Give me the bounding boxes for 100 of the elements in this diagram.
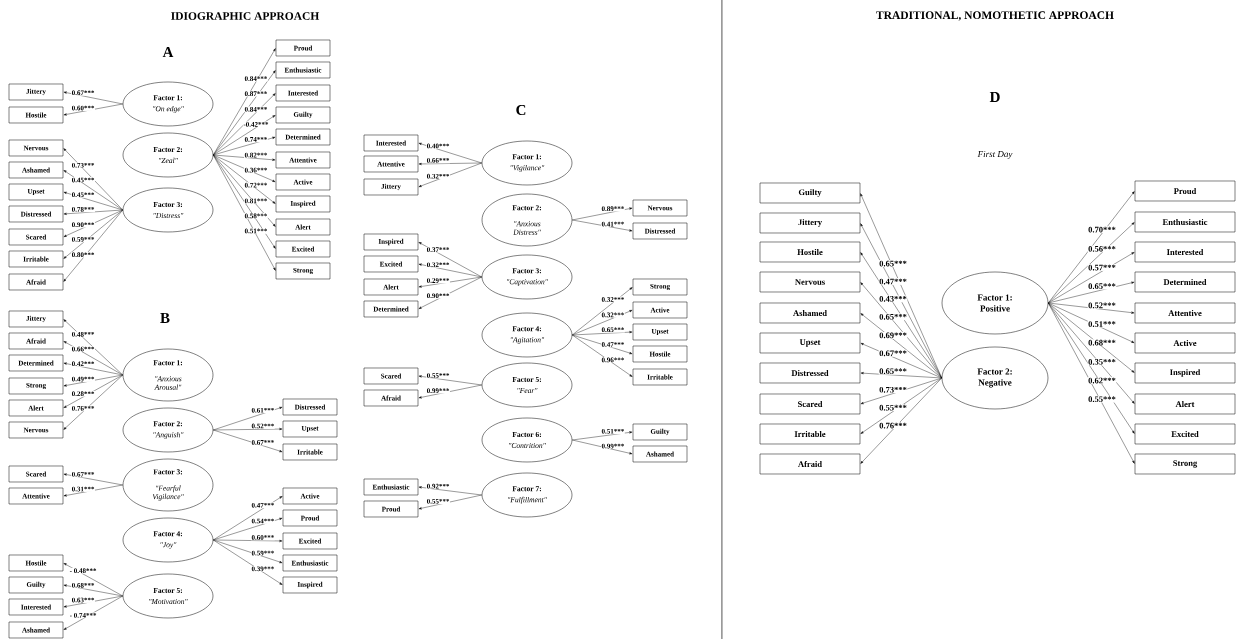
- arrow: [572, 439, 633, 455]
- variable-box: Attentive: [1134, 302, 1236, 324]
- panel-letter: B: [160, 313, 170, 323]
- arrow: [418, 142, 482, 164]
- variable-box: Scared: [759, 393, 861, 415]
- arrow: [63, 595, 123, 630]
- arrow: [1048, 302, 1135, 464]
- arrow: [572, 287, 633, 336]
- arrow: [213, 517, 283, 541]
- edge-label: 0.65***: [878, 260, 908, 267]
- arrow: [418, 384, 482, 399]
- arrow: [1048, 281, 1135, 304]
- edge-label: 0.67***: [878, 349, 908, 357]
- panel-letter: D: [989, 92, 1000, 102]
- arrow: [63, 473, 123, 486]
- edge-label: 0.65***: [1087, 282, 1117, 290]
- variable-box: Strong: [1134, 453, 1236, 475]
- arrow: [213, 154, 276, 249]
- arrow: [213, 407, 283, 431]
- edge-label: 0.47***: [878, 278, 908, 285]
- arrow: [213, 93, 276, 156]
- arrow: [213, 136, 276, 156]
- variable-box: Guilty: [759, 182, 861, 204]
- arrow: [418, 486, 482, 496]
- variable-box: Jittery: [759, 212, 861, 234]
- arrow: [860, 377, 942, 464]
- arrow: [63, 595, 123, 608]
- arrow: [63, 319, 123, 376]
- edge-label: 0.52***: [1087, 302, 1117, 309]
- variable-box: Hostile: [759, 241, 861, 263]
- arrow: [63, 209, 123, 215]
- arrow: [572, 219, 633, 232]
- arrow: [63, 91, 123, 105]
- arrow: [63, 563, 123, 597]
- arrow: [418, 276, 482, 309]
- arrow: [63, 209, 123, 237]
- subtitle: First Day: [977, 151, 1013, 159]
- arrow: [418, 375, 482, 386]
- edge-label: 0.55***: [1087, 395, 1117, 403]
- arrow: [860, 377, 942, 434]
- arrow: [213, 154, 276, 227]
- panel-letter: A: [162, 47, 174, 57]
- arrow: [1048, 191, 1135, 304]
- edge-label: 0.62***: [1087, 377, 1117, 384]
- arrow: [418, 276, 482, 288]
- arrow: [572, 431, 633, 441]
- edge-label: 0.51***: [1087, 320, 1117, 328]
- arrow: [213, 539, 283, 563]
- arrow: [213, 429, 283, 452]
- variable-box: Interested: [1134, 241, 1236, 263]
- arrow: [860, 377, 942, 404]
- arrow: [63, 374, 123, 430]
- arrow: [213, 154, 276, 271]
- variable-box: Distressed: [759, 362, 861, 384]
- edge-label: 0.43***: [878, 295, 908, 303]
- arrow: [63, 209, 123, 282]
- arrow: [418, 162, 482, 165]
- variable-box: Afraid: [759, 453, 861, 475]
- arrow: [860, 372, 942, 379]
- arrow: [213, 70, 276, 156]
- variable-box: Determined: [1134, 271, 1236, 293]
- edge-label: 0.65***: [878, 313, 908, 321]
- arrow: [213, 115, 276, 156]
- arrow: [213, 154, 276, 161]
- variable-box: Irritable: [759, 423, 861, 445]
- arrow: [213, 154, 276, 204]
- edge-label: 0.55***: [878, 404, 908, 412]
- arrow: [1048, 222, 1135, 304]
- arrow: [213, 496, 283, 541]
- arrow: [1048, 302, 1135, 404]
- arrow: [63, 362, 123, 376]
- arrow: [572, 331, 633, 336]
- arrow: [418, 162, 482, 187]
- variable-box: Enthusiastic: [1134, 211, 1236, 233]
- arrow: [418, 494, 482, 510]
- arrow: [63, 191, 123, 211]
- arrow: [572, 207, 633, 221]
- edge-label: 0.35***: [1087, 358, 1117, 366]
- arrow: [1048, 302, 1135, 434]
- arrow: [63, 148, 123, 211]
- edge-label: 0.70***: [1087, 226, 1117, 234]
- arrow: [1048, 252, 1135, 304]
- arrow: [63, 103, 123, 116]
- variable-box: Excited: [1134, 423, 1236, 445]
- edge-label: 0.56***: [1087, 245, 1117, 253]
- arrow: [63, 484, 123, 497]
- arrow: [860, 252, 942, 379]
- edge-label: 0.73***: [878, 386, 908, 394]
- variable-box: Inspired: [1134, 362, 1236, 384]
- arrow: [213, 428, 283, 431]
- arrow: [63, 341, 123, 376]
- arrow: [418, 242, 482, 278]
- variable-box: Ashamed: [759, 302, 861, 324]
- edge-label: 0.65***: [878, 367, 908, 375]
- variable-box: Active: [1134, 332, 1236, 354]
- arrow: [63, 584, 123, 597]
- variable-box: Nervous: [759, 271, 861, 293]
- arrow: [213, 539, 283, 585]
- variable-box: Upset: [759, 332, 861, 354]
- edge-label: 0.68***: [1087, 339, 1117, 347]
